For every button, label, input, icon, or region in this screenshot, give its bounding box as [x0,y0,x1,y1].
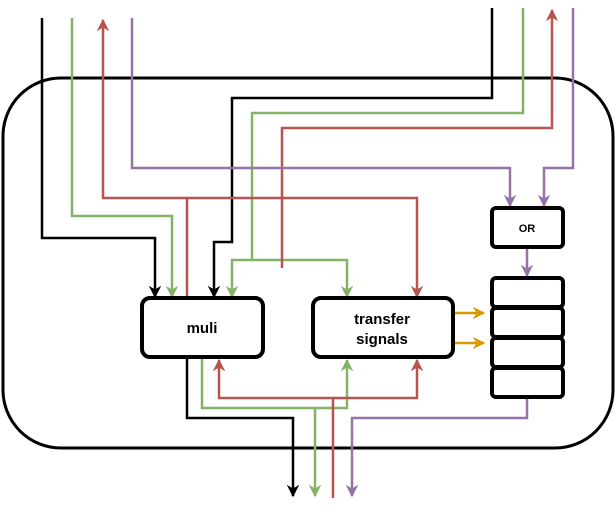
red-input-to-muli [212,358,335,498]
purple-queue-output [345,398,529,498]
transfer-label-line1: transfer [354,311,410,328]
black-output-from-muli [185,358,300,498]
muli-block: muli [140,296,265,359]
transfer-label-line2: signals [356,331,408,348]
queue-stack [490,276,565,399]
green-branch-to-transfer [252,258,354,299]
red-output-up-right [280,8,559,268]
queue-slot-4 [490,366,565,399]
connectors [40,8,575,498]
black-input-left-to-muli [40,18,162,299]
queue-slot-3 [490,336,565,369]
purple-input-left-to-or [130,18,517,208]
or-block: OR [490,206,565,249]
red-branch-to-transfer [187,196,424,299]
purple-input-right-to-or [537,8,575,208]
red-output-up-left [96,18,189,297]
queue-slot-2 [490,306,565,339]
red-input-to-transfer [333,358,424,400]
black-input-right-to-muli [207,8,494,299]
muli-label: muli [187,320,218,337]
green-input-left-to-muli [70,18,179,299]
or-label: OR [519,223,536,235]
green-input-right-to-muli [225,8,525,299]
transfer-signals-block: transfer signals [311,296,455,359]
green-output-to-transfer [200,358,354,410]
queue-slot-1 [490,276,565,309]
